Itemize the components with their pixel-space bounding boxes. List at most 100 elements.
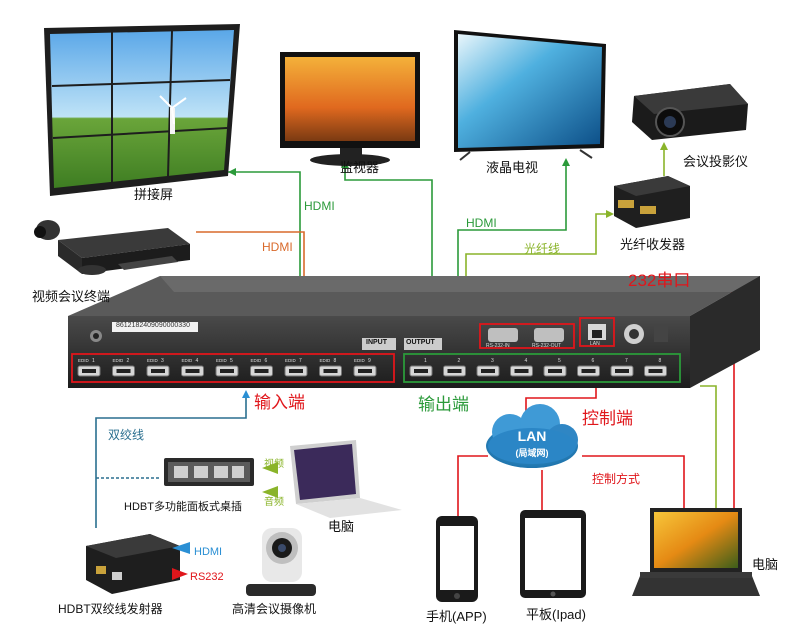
edid-label: EDID [113,358,125,363]
edid-label: EDID [285,358,297,363]
control-zone-label: 控制端 [582,409,633,428]
laptop-right-label: 电脑 [752,557,779,572]
lan-title: LAN [517,428,547,444]
hdbt-desk-panel [164,458,278,498]
hdmi-tv-label: HDMI [466,216,497,230]
rs232-tx-label: RS232 [190,571,224,583]
video-label: 视频 [264,459,284,470]
audio-label: 音频 [264,497,284,508]
laptop-hdmi-line [700,385,717,510]
laptop-right [632,508,760,596]
fiber-transceiver [614,176,690,228]
serial-number: 8612182409090000330 [116,322,190,329]
lan-phone [457,455,488,516]
hdmi-wall-label: HDMI [304,199,335,213]
monitor [280,52,420,166]
output-port-number: 7 [625,358,628,364]
input-port-number: 8 [334,358,337,364]
output-port-socket [581,369,596,373]
twisted-pair-label: 双绞线 [108,428,145,442]
monitor-label: 监视器 [340,160,380,175]
hdbt-transmitter-label: HDBT双绞线发射器 [58,602,163,616]
lan-subtitle: (局域网) [515,448,549,458]
laptop-left [290,440,402,518]
edid-label: EDID [182,358,194,363]
projector-label: 会议投影仪 [683,154,749,169]
input-port-socket [185,369,200,373]
phone [436,516,478,602]
fiber-transceiver-label: 光纤收发器 [620,237,686,252]
laptop-left-label: 电脑 [328,519,355,534]
input-port-socket [82,369,96,373]
output-port-number: 2 [458,358,461,364]
fiber-label: 光纤线 [524,242,561,256]
hdbt-transmitter [86,534,190,594]
edid-label: EDID [251,358,263,363]
rs232-in-label: RS-232-IN [486,343,510,349]
control-mode-label: 控制方式 [592,472,641,486]
input-port-socket [323,369,338,373]
windmill-icon [159,95,187,134]
edid-label: EDID [147,358,159,363]
hdmi-tx-label: HDMI [194,546,223,558]
input-port-number: 3 [161,358,164,364]
video-wall-label: 拼接屏 [134,187,174,202]
output-port-socket [648,369,663,373]
lan-cloud-label: LAN (局域网) [484,414,580,470]
output-port-number: 3 [491,358,494,364]
input-port-number: 4 [196,358,199,364]
lan-laptop [582,455,685,510]
input-port-socket [220,369,234,373]
output-port-number: 6 [592,358,595,364]
hdbt-desk-panel-label: HDBT多功能面板式桌插 [124,501,242,513]
input-port-number: 9 [368,358,371,364]
input-header: INPUT [366,339,387,346]
input-port-number: 2 [127,358,130,364]
edid-label: EDID [216,358,228,363]
input-port-socket [254,369,269,373]
edid-label: EDID [78,358,90,363]
tablet [520,510,586,598]
serial-port-label: 232串口 [628,271,691,290]
input-port-socket [289,369,303,373]
input-port-number: 5 [230,358,233,364]
output-port-socket [548,369,562,373]
output-port-number: 8 [659,358,662,364]
edid-label: EDID [354,358,366,363]
hd-camera [246,528,316,596]
output-port-socket [447,369,462,373]
input-port-number: 1 [92,358,95,364]
lcd-tv [454,30,606,161]
output-port-socket [615,369,629,373]
lan-cloud [486,404,578,468]
twisted-pair-line [95,392,247,528]
video-wall [44,24,240,196]
output-header: OUTPUT [406,339,435,346]
hd-camera-label: 高清会议摄像机 [232,602,317,616]
input-port-socket [358,369,372,373]
rs232-out-label: RS-232-OUT [532,343,562,349]
input-port-number: 7 [299,358,302,364]
video-conf-terminal-label: 视频会议终端 [32,289,111,304]
lan-port-label: LAN [590,341,600,347]
output-port-socket [481,369,495,373]
lcd-tv-label: 液晶电视 [486,160,539,175]
input-port-number: 6 [265,358,268,364]
video-conf-terminal [34,220,190,275]
tablet-label: 平板(Ipad) [526,607,586,622]
hdmi-conf-label: HDMI [262,240,293,254]
output-port-number: 1 [424,358,427,364]
output-port-socket [414,369,428,373]
projector [632,84,748,140]
output-port-socket [514,369,529,373]
phone-label: 手机(APP) [426,609,487,624]
output-zone-label: 输出端 [418,395,469,414]
input-zone-label: 输入端 [254,393,305,412]
output-port-number: 4 [525,358,528,364]
input-port-socket [151,369,165,373]
edid-label: EDID [320,358,332,363]
input-port-socket [116,369,131,373]
